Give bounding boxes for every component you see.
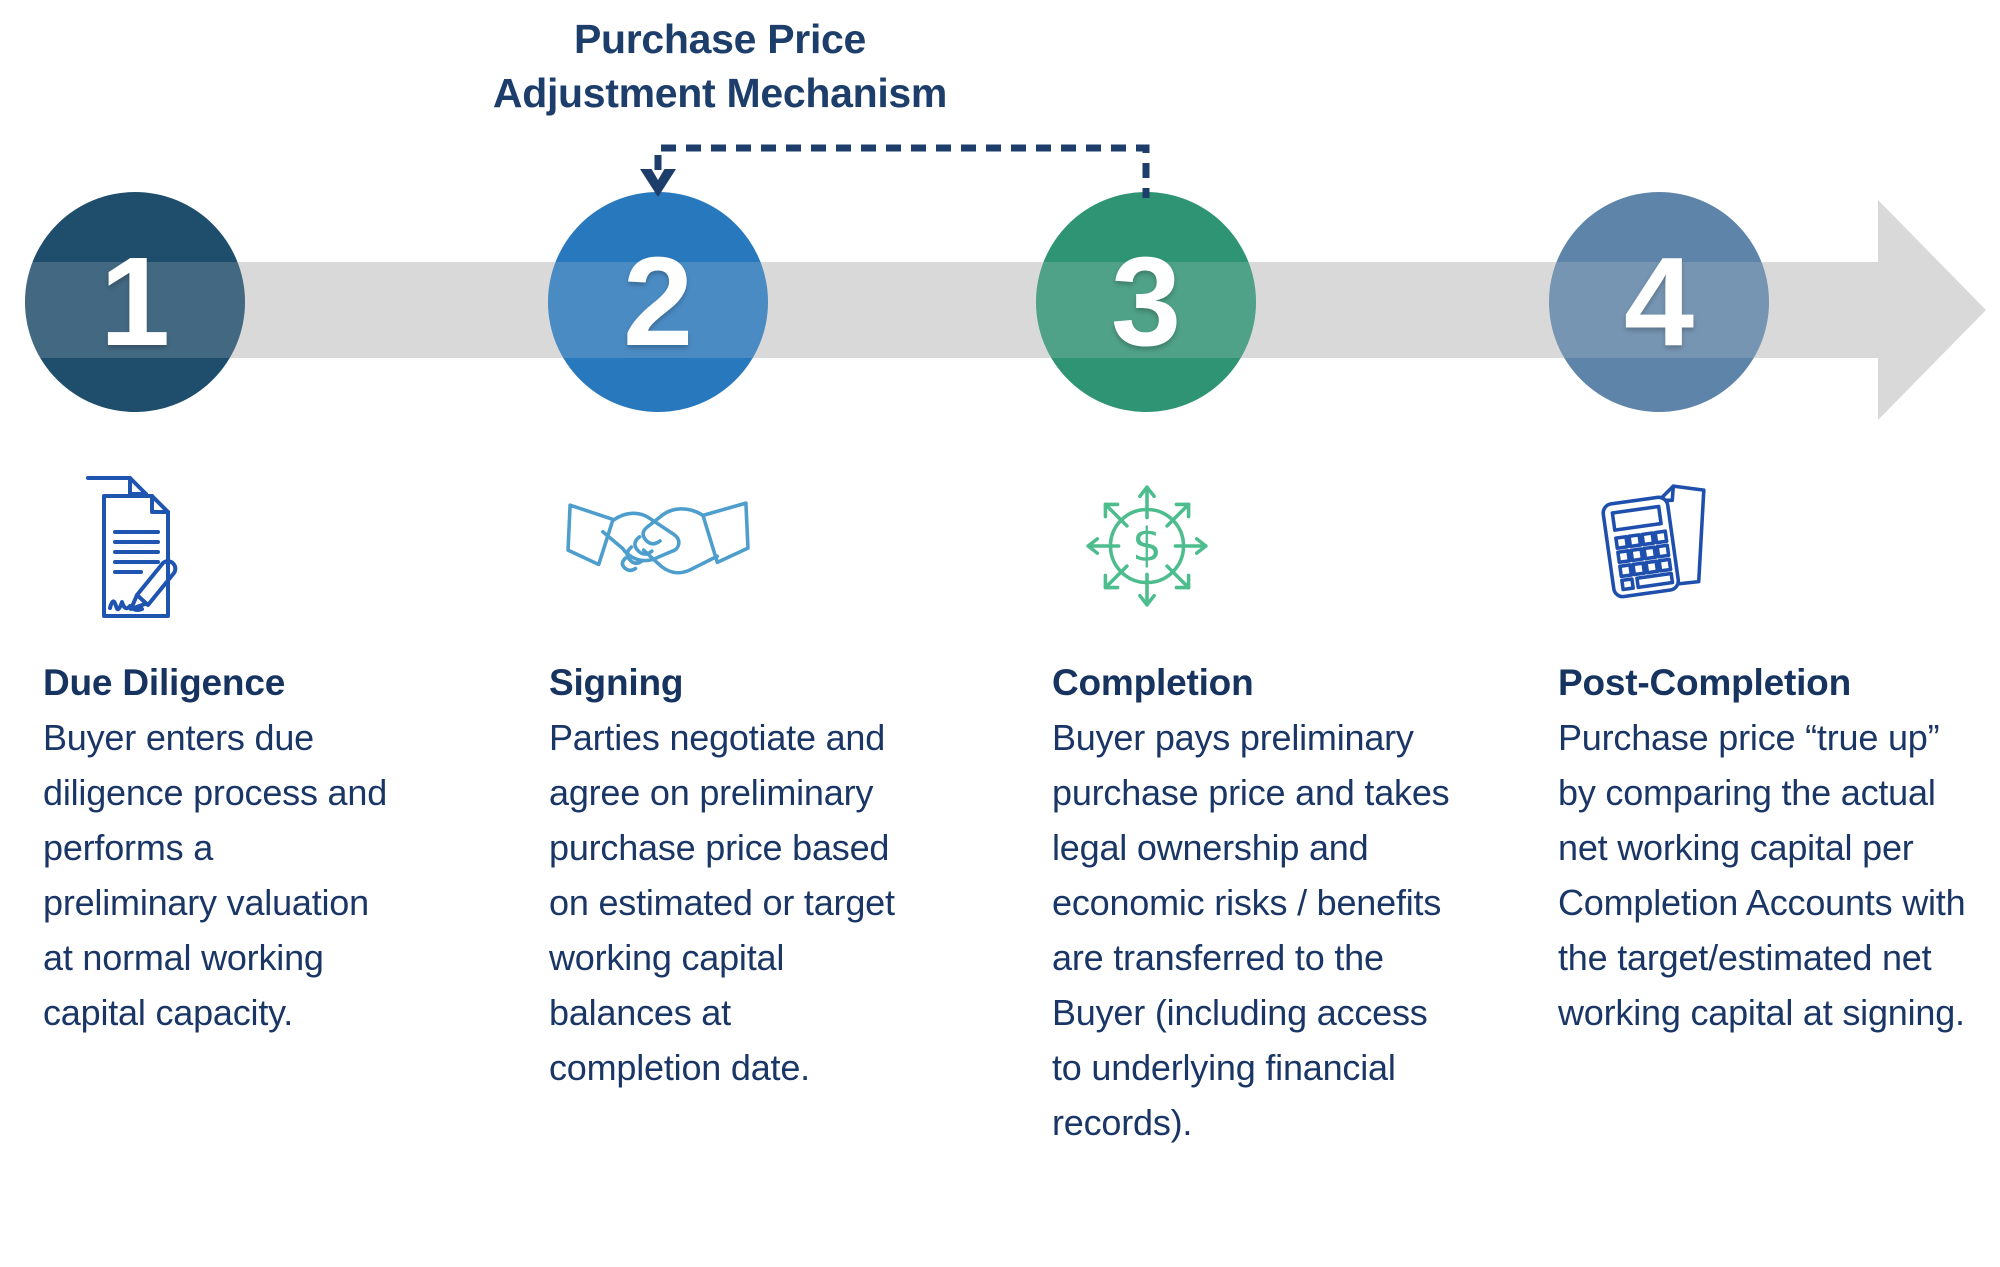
step-3-heading: Completion	[1052, 662, 1254, 703]
svg-text:$: $	[1132, 519, 1162, 573]
timeline-overlay-band	[25, 262, 245, 358]
adjustment-mechanism-connector	[640, 144, 1150, 198]
signed-documents-icon	[72, 474, 196, 624]
step-2-description: Parties negotiate and agree on prelimina…	[549, 717, 895, 1088]
connector-dashed-line	[654, 144, 1150, 198]
step-3-text: Completion Buyer pays preliminary purcha…	[1052, 655, 1452, 1150]
diagram-title: Purchase Price Adjustment Mechanism	[370, 12, 1070, 120]
handshake-icon	[566, 482, 750, 606]
timeline-arrowhead-icon	[1878, 200, 1986, 420]
step-2-heading: Signing	[549, 662, 684, 703]
diagram-title-line2: Adjustment Mechanism	[492, 70, 948, 116]
connector-down-arrow-icon	[640, 169, 676, 197]
timeline-overlay-band	[1549, 262, 1769, 358]
diagram-title-line1: Purchase Price	[573, 16, 867, 62]
timeline-overlay-band	[548, 262, 768, 358]
step-4-circle: 4	[1549, 192, 1769, 412]
step-4-number: 4	[1623, 231, 1695, 372]
step-3-circle: 3	[1036, 192, 1256, 412]
step-2-text: Signing Parties negotiate and agree on p…	[549, 655, 909, 1095]
step-4-description: Purchase price “true up” by comparing th…	[1558, 717, 1966, 1033]
step-1-circle: 1	[25, 192, 245, 412]
step-2-circle: 2	[548, 192, 768, 412]
step-1-text: Due Diligence Buyer enters due diligence…	[43, 655, 393, 1040]
calculator-paper-icon	[1594, 472, 1716, 610]
step-3-number: 3	[1110, 231, 1182, 372]
step-4-text: Post-Completion Purchase price “true up”…	[1558, 655, 1984, 1040]
dollar-spread-icon: $	[1076, 474, 1218, 618]
timeline-overlay-band	[1036, 262, 1256, 358]
step-3-description: Buyer pays preliminary purchase price an…	[1052, 717, 1450, 1143]
step-1-description: Buyer enters due diligence process and p…	[43, 717, 388, 1033]
step-1-number: 1	[99, 231, 171, 372]
step-1-heading: Due Diligence	[43, 662, 286, 703]
step-2-number: 2	[622, 231, 694, 372]
step-4-heading: Post-Completion	[1558, 662, 1851, 703]
